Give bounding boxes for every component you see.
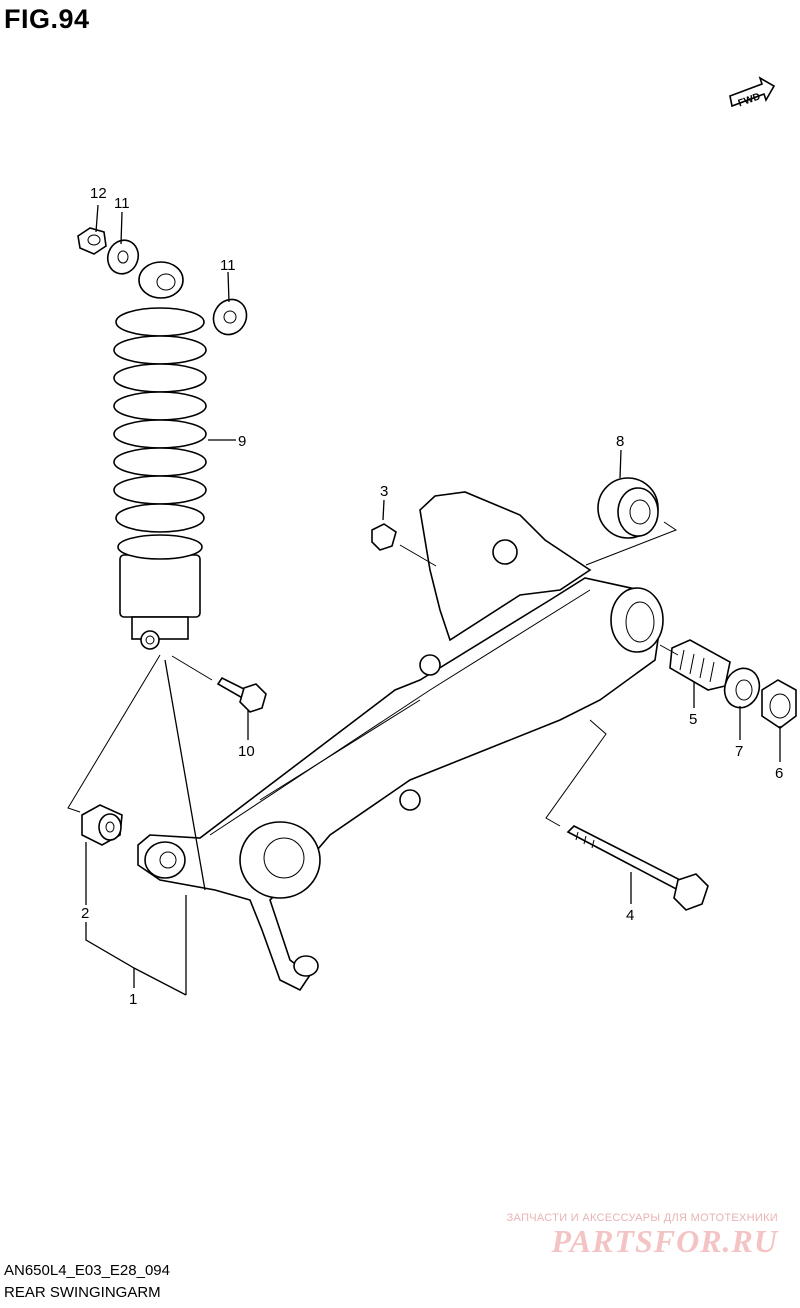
callout-10: 10 [238,743,255,760]
watermark: ЗАПЧАСТИ И АКСЕССУАРЫ ДЛЯ МОТОТЕХНИКИ PA… [507,1212,778,1258]
shock-spring [113,307,207,533]
callout-11-upper: 11 [114,195,130,212]
washer-upper [106,239,140,275]
shock-nut [77,227,107,255]
lower-shock-bolt [216,676,267,713]
callout-2: 2 [81,905,89,922]
forward-arrow-icon: FWD [729,76,776,109]
model-code: AN650L4_E03_E28_094 [4,1262,170,1279]
callout-5: 5 [689,711,697,728]
figure-title: FIG.94 [4,4,90,34]
bearing [597,477,659,539]
callout-4: 4 [626,907,634,924]
swingarm [137,491,664,992]
pivot-washer [723,667,761,709]
callout-11-right: 11 [220,257,236,274]
callout-7: 7 [735,743,743,760]
pivot-nut [761,679,797,729]
callout-1: 1 [129,991,137,1008]
long-bolt [566,825,709,911]
collar [371,523,397,551]
callout-numbers: 12 11 11 9 3 8 5 7 6 4 10 2 1 [81,185,783,1008]
pivot-shaft [669,639,731,691]
callout-3: 3 [380,483,388,500]
callout-12: 12 [90,185,107,202]
bushing [81,804,123,846]
shock-absorber [113,261,207,650]
watermark-tagline: ЗАПЧАСТИ И АКСЕССУАРЫ ДЛЯ МОТОТЕХНИКИ [506,1212,778,1224]
callout-6: 6 [775,765,783,782]
watermark-brand: PARTSFOR.RU [551,1223,778,1259]
section-name: REAR SWINGINGARM [4,1284,161,1301]
washer-right [212,298,248,336]
callout-9: 9 [238,433,246,450]
callout-8: 8 [616,433,624,450]
leader-lines [67,204,781,996]
